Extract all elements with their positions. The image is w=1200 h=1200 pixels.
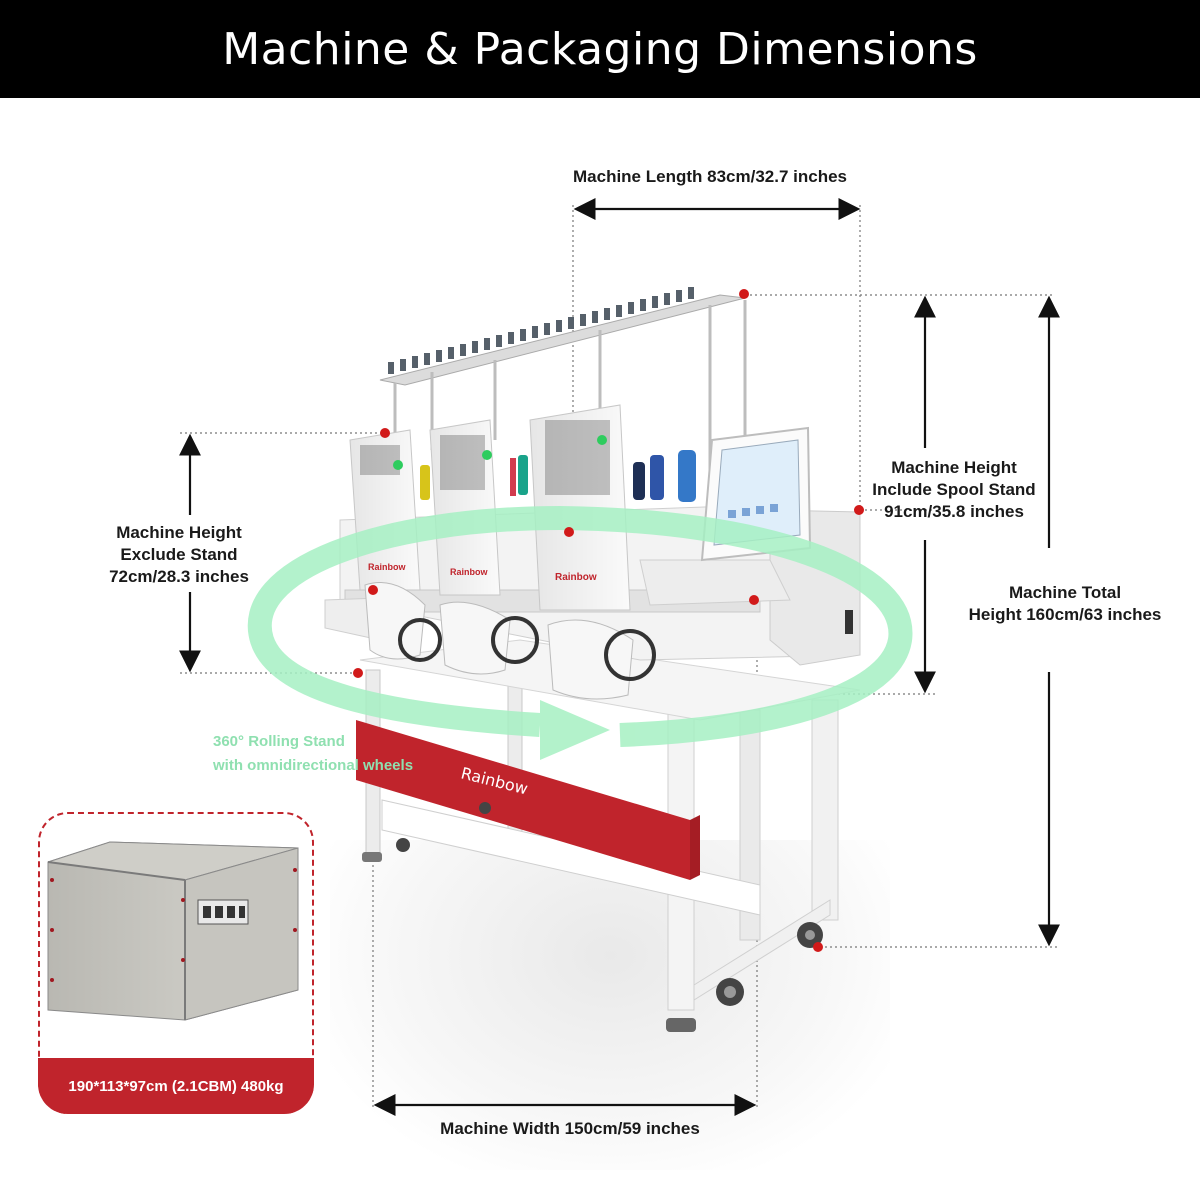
page-title: Machine & Packaging Dimensions — [222, 23, 978, 75]
rotation-arrow-ring — [247, 505, 913, 760]
measure-points — [353, 289, 864, 952]
machine-length-label: Machine Length 83cm/32.7 inches — [573, 167, 847, 186]
svg-text:Rainbow: Rainbow — [368, 562, 406, 572]
spool-stand — [379, 287, 747, 502]
total-height-label: Machine Total Height 160cm/63 inches — [968, 583, 1162, 624]
packaging-caption: 190*113*97cm (2.1CBM) 480kg — [38, 1058, 314, 1114]
dimension-arrows — [179, 198, 1060, 1116]
height-exclude-stand-label: Machine Height Exclude Stand 72cm/28.3 i… — [109, 523, 249, 586]
height-include-spool-label: Machine Height Include Spool Stand 91cm/… — [872, 458, 1036, 521]
embroidery-head-2: Rainbow — [429, 419, 539, 675]
svg-text:Rainbow: Rainbow — [450, 567, 488, 577]
rolling-stand-label: 360° Rolling Stand with omnidirectional … — [213, 733, 414, 774]
page-header: Machine & Packaging Dimensions — [0, 0, 1200, 98]
packaging-crate — [47, 841, 299, 1021]
svg-text:Rainbow: Rainbow — [555, 572, 597, 583]
machine-width-label: Machine Width 150cm/59 inches — [440, 1119, 700, 1138]
